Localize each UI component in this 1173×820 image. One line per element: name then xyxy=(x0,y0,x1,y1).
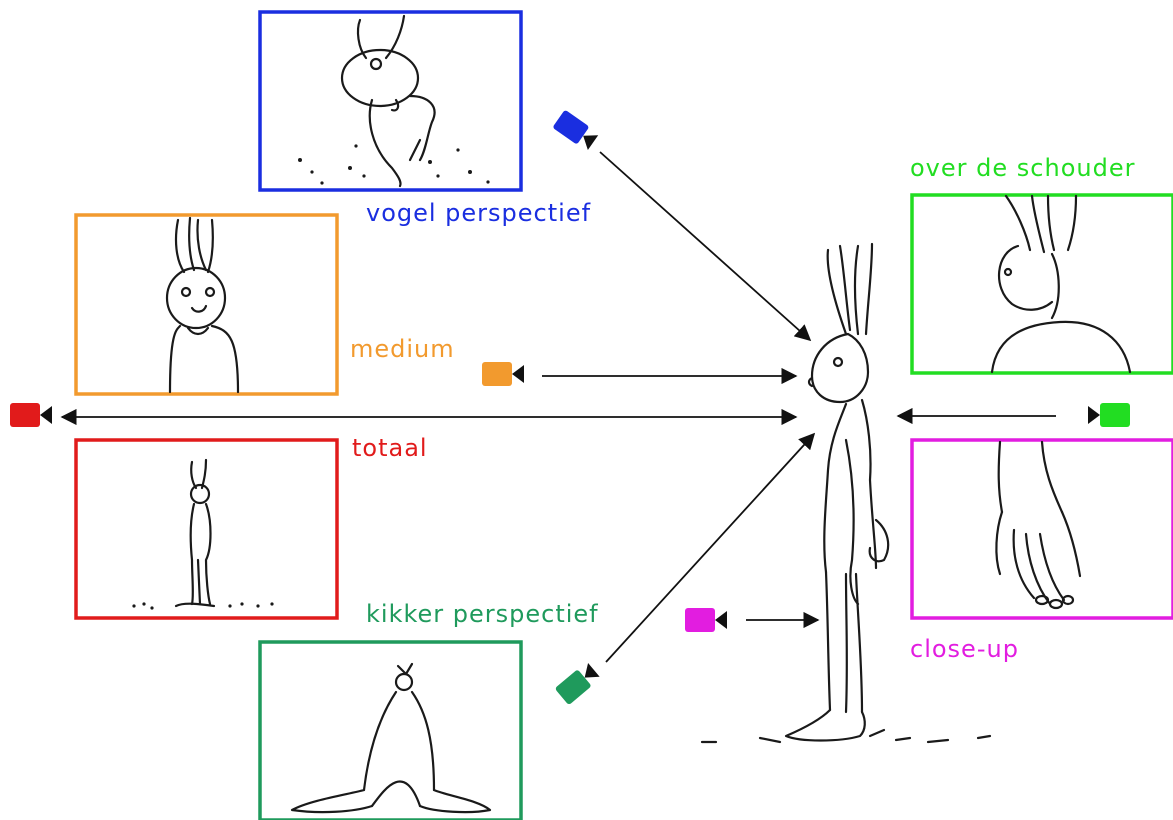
bird-view-panel: vogel perspectief xyxy=(260,12,591,227)
rabbit-full-body-sketch xyxy=(176,460,214,606)
total-shot-label: totaal xyxy=(352,434,428,462)
total-shot-camera xyxy=(10,403,52,427)
rabbit-medium-sketch xyxy=(167,218,238,392)
bird-view-camera xyxy=(552,110,599,152)
ground-dots xyxy=(132,602,273,609)
close-up-label: close-up xyxy=(910,635,1019,663)
total-shot-panel: totaal xyxy=(76,434,428,618)
close-up-camera xyxy=(685,608,727,632)
rabbit-subject-illustration xyxy=(702,244,990,742)
medium-shot-frame xyxy=(76,215,337,394)
close-up-panel: close-up xyxy=(910,440,1173,663)
frog-view-panel: kikker perspectief xyxy=(260,600,599,820)
rabbit-back-of-head-sketch xyxy=(992,196,1130,372)
video-camera-icon xyxy=(552,110,589,145)
bird-view-label: vogel perspectief xyxy=(366,199,591,227)
video-camera-icon xyxy=(10,403,40,427)
bird-view-arrow xyxy=(600,152,810,340)
medium-shot-camera xyxy=(482,362,524,386)
over-shoulder-camera xyxy=(1088,403,1130,427)
video-camera-icon xyxy=(1100,403,1130,427)
ground-dots xyxy=(298,144,490,184)
medium-shot-panel: medium xyxy=(76,215,455,394)
rabbit-top-down-sketch xyxy=(342,16,435,186)
rabbit-low-angle-sketch xyxy=(292,664,490,812)
over-shoulder-frame xyxy=(912,195,1173,373)
frog-view-frame xyxy=(260,642,521,820)
over-shoulder-label: over de schouder xyxy=(910,154,1135,182)
medium-shot-label: medium xyxy=(350,335,455,363)
frog-view-camera xyxy=(555,661,601,705)
frog-view-label: kikker perspectief xyxy=(366,600,599,628)
rabbit-hand-close-up-sketch xyxy=(996,442,1080,608)
over-shoulder-panel: over de schouder xyxy=(910,154,1173,373)
bird-view-frame xyxy=(260,12,521,190)
video-camera-icon xyxy=(685,608,715,632)
video-camera-icon xyxy=(482,362,512,386)
